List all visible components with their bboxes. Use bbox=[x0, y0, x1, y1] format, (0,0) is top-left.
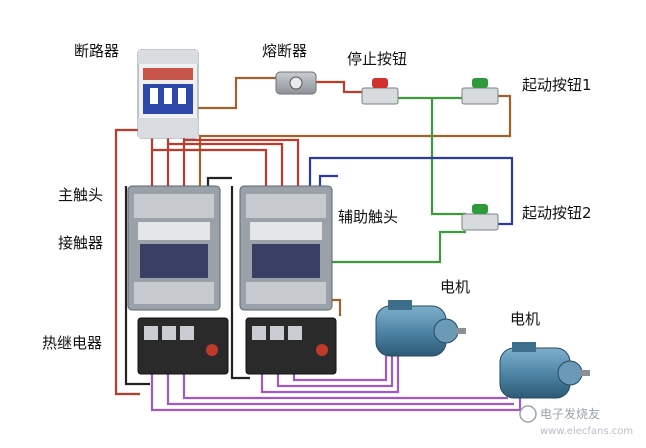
contactor-1 bbox=[127, 185, 221, 311]
wire-purple-5 bbox=[276, 356, 394, 388]
aux-contact-label: 辅助触头 bbox=[338, 208, 398, 226]
watermark-name: 电子发烧友 bbox=[540, 406, 600, 421]
wire-brown-start1-return bbox=[198, 94, 512, 190]
start-button-2-label: 起动按钮2 bbox=[522, 204, 592, 222]
wire-red-branch-2 bbox=[168, 142, 284, 190]
start-button-1-label: 起动按钮1 bbox=[522, 76, 592, 94]
circuit-breaker bbox=[137, 49, 199, 139]
wire-purple-1 bbox=[150, 372, 522, 412]
contactor-2 bbox=[239, 185, 333, 311]
watermark-url: www.elecfans.com bbox=[540, 426, 633, 437]
fuse-label: 熔断器 bbox=[262, 42, 307, 60]
motor-2-label: 电机 bbox=[510, 310, 540, 328]
main-contact-label: 主触头 bbox=[58, 186, 103, 204]
wire-blue-aux bbox=[318, 174, 338, 186]
start-button-1 bbox=[461, 78, 499, 105]
wire-purple-3 bbox=[182, 372, 508, 400]
thermal-relay-2 bbox=[245, 317, 337, 375]
wire-green-start2 bbox=[430, 98, 466, 216]
wire-purple-2 bbox=[166, 372, 514, 406]
breaker-label: 断路器 bbox=[74, 42, 119, 60]
thermal-relay-1 bbox=[137, 317, 229, 375]
fuse bbox=[275, 71, 317, 95]
start-button-2 bbox=[461, 204, 499, 231]
wire-blue-start2 bbox=[308, 156, 514, 226]
wire-black-left bbox=[124, 186, 150, 386]
wire-red-branch-3 bbox=[184, 138, 300, 190]
watermark: 电子发烧友 www.elecfans.com bbox=[519, 405, 633, 437]
wire-black-2 bbox=[230, 186, 250, 380]
motor-2 bbox=[499, 342, 590, 399]
wire-red-fuse-stop bbox=[316, 80, 364, 94]
wire-red-branch-1 bbox=[152, 148, 268, 190]
wire-purple-4 bbox=[260, 356, 400, 394]
contactor-label: 接触器 bbox=[58, 234, 103, 252]
stop-button bbox=[361, 78, 399, 105]
wires bbox=[114, 76, 522, 412]
motor-1 bbox=[375, 300, 466, 357]
motor-1-label: 电机 bbox=[440, 278, 470, 296]
wire-black-crosslink bbox=[206, 176, 232, 186]
wire-purple-6 bbox=[292, 356, 388, 382]
wire-red-left bbox=[114, 128, 140, 396]
stop-button-label: 停止按钮 bbox=[347, 50, 407, 68]
wire-brown-control bbox=[193, 76, 277, 110]
thermal-relay-label: 热继电器 bbox=[42, 334, 102, 352]
